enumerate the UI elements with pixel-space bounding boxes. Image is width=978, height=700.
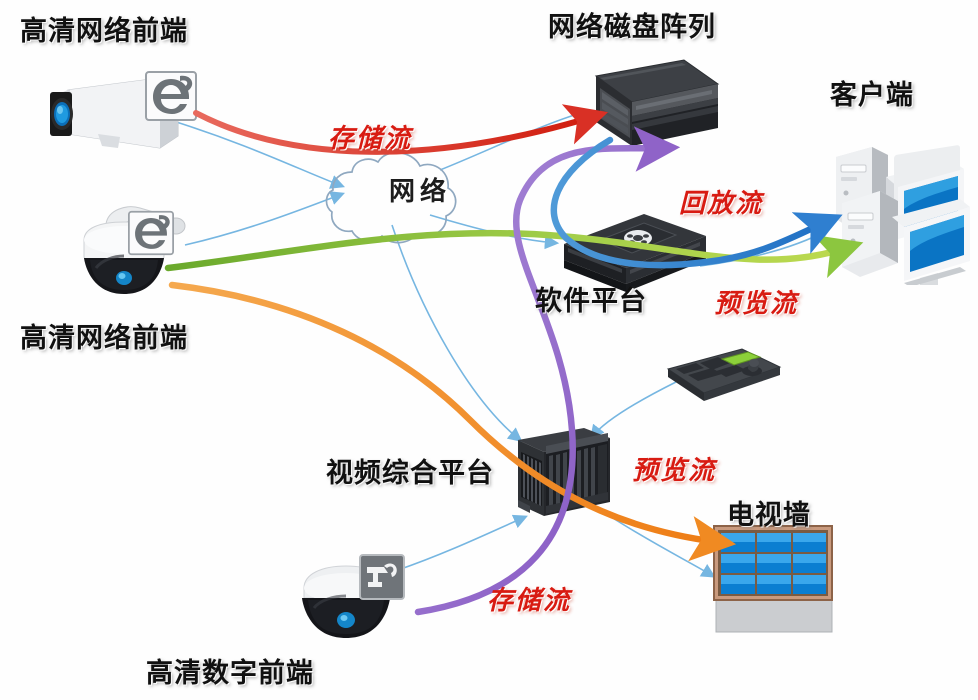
flow-playback-blue xyxy=(550,136,843,269)
control-keyboard-icon xyxy=(660,345,786,411)
label-soft-platform: 软件平台 xyxy=(535,286,647,317)
label-cam-ptz: 高清网络前端 xyxy=(20,323,188,354)
flow-label-preview-wall: 预览流 xyxy=(632,456,717,486)
link-keyboard-vplat xyxy=(590,381,677,440)
flow-preview-green xyxy=(164,229,864,279)
label-tv-wall: 电视墙 xyxy=(727,500,811,531)
ie-e-badge-icon xyxy=(144,70,198,126)
flow-label-storage-bottom: 存储流 xyxy=(487,586,572,616)
tv-wall-icon xyxy=(712,520,836,640)
link-vplat-tvwall xyxy=(607,514,716,578)
flow-storage-red xyxy=(193,104,609,155)
label-client: 客户端 xyxy=(830,80,914,111)
label-cam-box: 高清网络前端 xyxy=(20,16,188,47)
label-cam-dome: 高清数字前端 xyxy=(146,658,314,689)
flow-label-storage-top: 存储流 xyxy=(328,124,413,154)
flow-preview-orange xyxy=(168,281,737,562)
label-network-cloud: 网络 xyxy=(389,177,452,207)
link-camdome-vplat xyxy=(397,514,528,571)
link-cloud-vplat xyxy=(391,224,523,443)
flow-label-playback: 回放流 xyxy=(679,189,764,219)
link-cambox-cloud xyxy=(169,119,345,189)
ie-e-badge-icon xyxy=(127,210,175,260)
flow-label-preview-right: 预览流 xyxy=(714,289,799,319)
label-video-platform: 视频综合平台 xyxy=(326,458,494,489)
link-camptz-cloud xyxy=(184,191,345,246)
cctv-badge-icon xyxy=(358,553,406,605)
flow-storage-purple xyxy=(414,126,681,616)
label-nas: 网络磁盘阵列 xyxy=(548,12,716,43)
